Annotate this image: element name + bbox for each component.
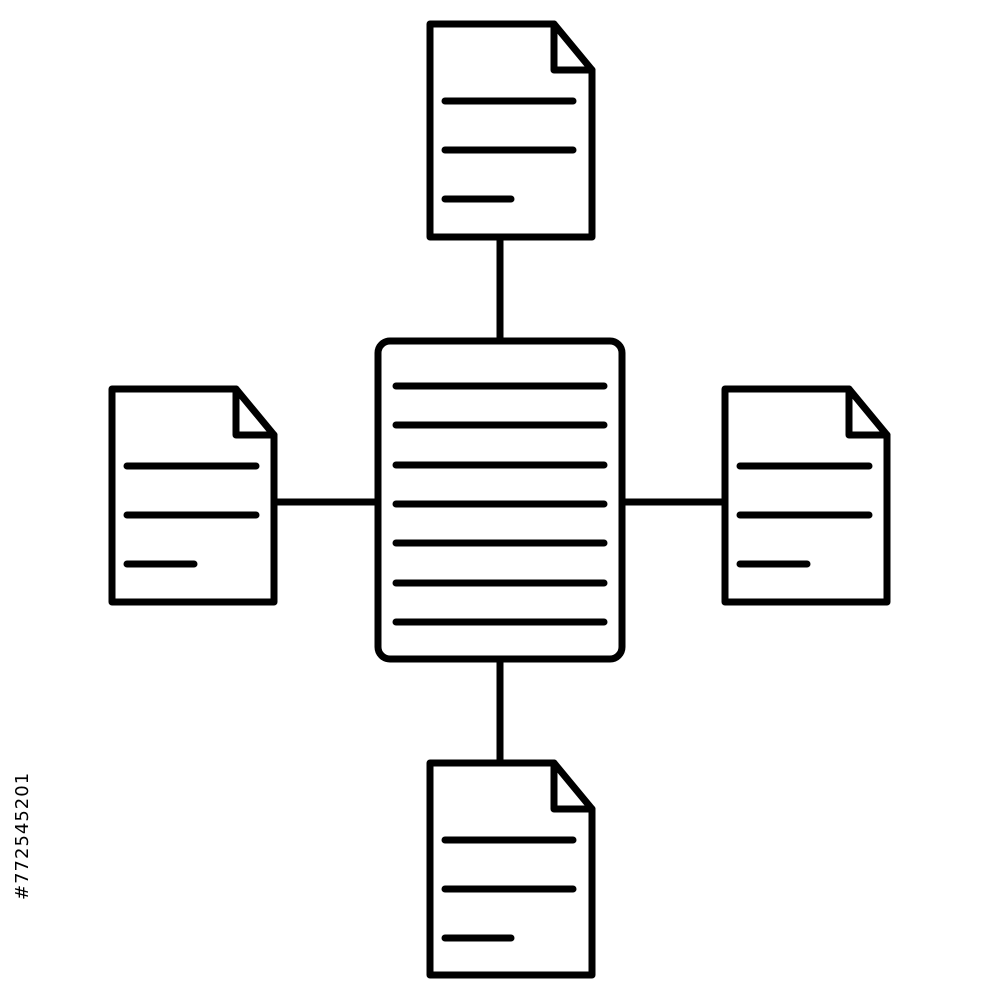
right-document-icon bbox=[721, 385, 891, 606]
connectors bbox=[271, 234, 729, 766]
bottom-document-fold bbox=[550, 759, 596, 813]
top-document-icon bbox=[426, 20, 596, 241]
left-document-icon bbox=[108, 385, 278, 606]
left-document-page bbox=[108, 385, 278, 606]
central-document bbox=[374, 337, 626, 663]
top-document-fold bbox=[550, 20, 596, 74]
stock-id-label: #772545201 bbox=[12, 771, 33, 900]
bottom-document-page bbox=[426, 759, 596, 979]
right-document-fold bbox=[845, 385, 891, 439]
bottom-document-icon bbox=[426, 759, 596, 979]
top-document-page bbox=[426, 20, 596, 241]
left-document-fold bbox=[232, 385, 278, 439]
right-document-page bbox=[721, 385, 891, 606]
